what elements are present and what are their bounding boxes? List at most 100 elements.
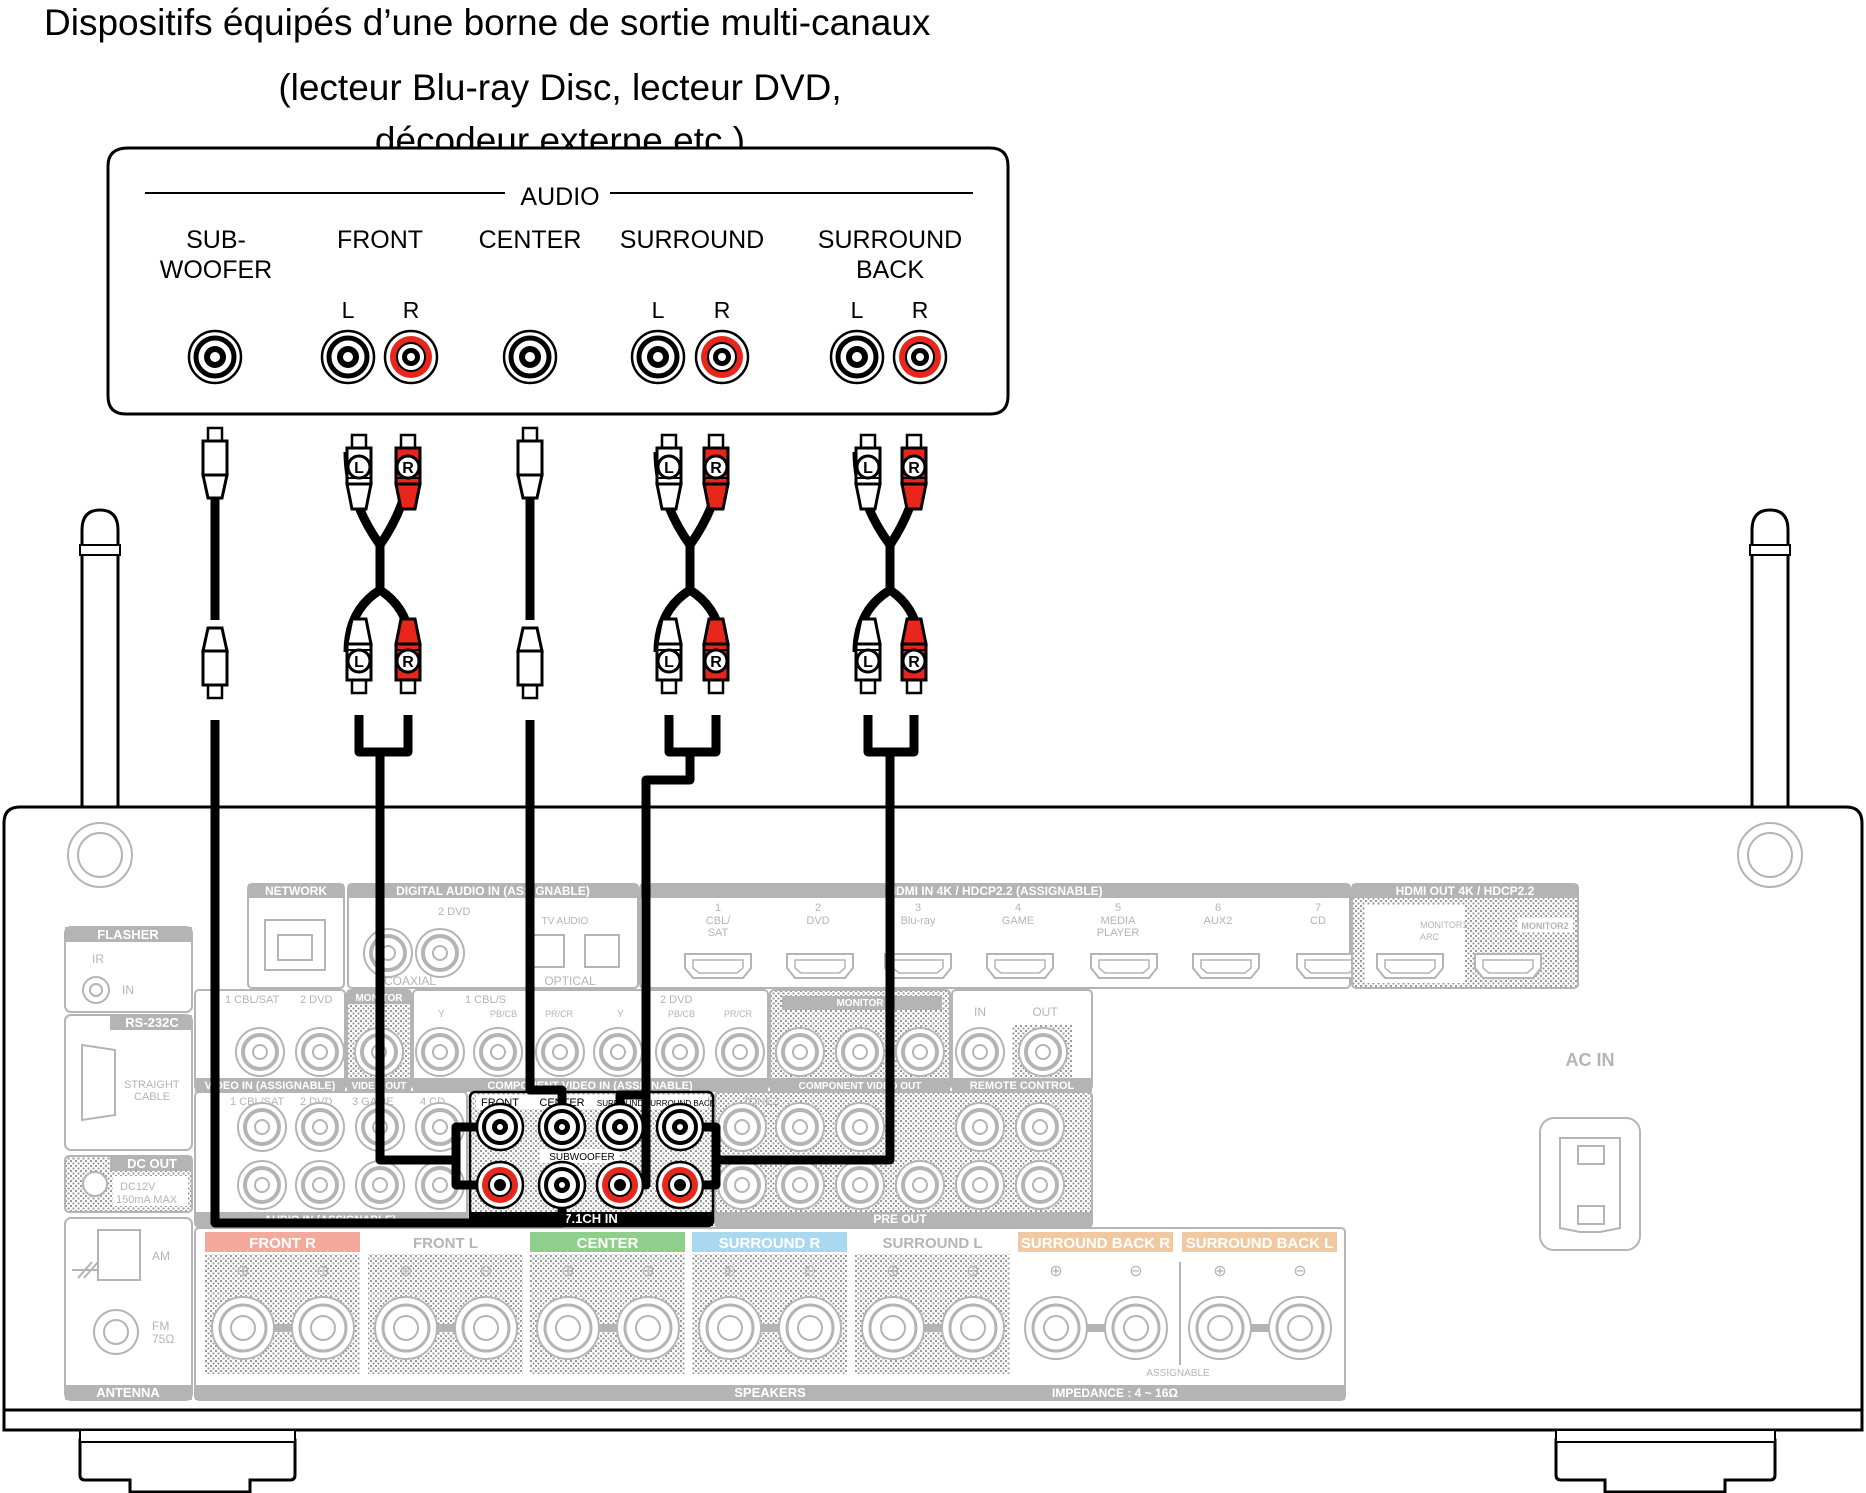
component-video-in-label: COMPONENT VIDEO IN (ASSIGNABLE) [487, 1080, 693, 1092]
surround-r-out-jack [694, 329, 750, 385]
dc-spec-label: 150mA MAX [116, 1194, 178, 1206]
speakers-label: SPEAKERS [734, 1385, 806, 1400]
speaker-surround-back-l-tab [1182, 1232, 1337, 1252]
component-out-pr [894, 1026, 946, 1078]
plus-icon: ⊕ [236, 1261, 249, 1280]
ir-label: IR [92, 952, 104, 966]
minus-icon: ⊖ [803, 1261, 816, 1280]
coaxial-label: COAXIAL [384, 974, 436, 988]
svg-text:Y: Y [438, 1009, 445, 1020]
speaker-terminal-plus [373, 1295, 439, 1361]
center-out-jack [504, 331, 556, 383]
hdmi-inputs: 1CBL/SAT2DVD3Blu-ray4GAME5MEDIAPLAYER6AU… [684, 902, 1364, 979]
speaker-surround-back-r-label: SURROUND BACK R [1021, 1235, 1170, 1252]
optical-label: OPTICAL [544, 974, 596, 988]
speaker-center-label: CENTER [577, 1235, 639, 1252]
coaxial-1-jack [362, 927, 414, 979]
hdmi-out-label: HDMI OUT 4K / HDCP2.2 [1396, 884, 1535, 898]
hdmi-out-2-port [1474, 953, 1542, 979]
front-l-out-jack [322, 331, 374, 383]
speaker-terminal-minus [777, 1295, 843, 1361]
plug-channel-mark: L [664, 654, 674, 671]
surround-back-l-out-jack [831, 331, 883, 383]
plug-channel-mark: L [354, 654, 364, 671]
minus-icon: ⊖ [1129, 1261, 1142, 1280]
antenna-label: ANTENNA [96, 1385, 160, 1400]
surround-back-l-label: L [851, 297, 864, 323]
component-cblsat-label: 1 CBL/S [465, 994, 506, 1006]
speaker-terminal-minus [290, 1295, 356, 1361]
minus-icon: ⊖ [641, 1261, 654, 1280]
speaker-surround-l-label: SURROUND L [883, 1235, 983, 1252]
hdmi-in-6-port [1192, 953, 1260, 979]
multi-channel-in-block: FRONT CENTER SURROUND SURROUND BACK SUBW… [468, 1090, 716, 1228]
component-dvd-label: 2 DVD [660, 994, 692, 1006]
speaker-terminal-minus [453, 1295, 519, 1361]
hdmi-in-5-label: MEDIA [1101, 915, 1137, 927]
subwoofer-out-jack [189, 331, 241, 383]
flasher-in-jack [82, 976, 110, 1004]
am-terminal [97, 1229, 141, 1281]
component-in-2-pb [654, 1026, 706, 1078]
flasher-in-label: IN [122, 983, 134, 997]
video-dvd-label: 2 DVD [300, 994, 332, 1006]
hdmi-in-2-port [786, 953, 854, 979]
speaker-terminal-minus [1103, 1295, 1169, 1361]
plus-icon: ⊕ [723, 1261, 736, 1280]
network-port [264, 919, 326, 971]
plus-icon: ⊕ [561, 1261, 574, 1280]
hdmi-in-6-label: AUX2 [1204, 915, 1233, 927]
video-in-2-jack [294, 1026, 346, 1078]
optical-2-port [584, 934, 620, 968]
flasher-label: FLASHER [97, 927, 159, 942]
fm-jack [93, 1309, 139, 1355]
impedance-label: IMPEDANCE : 4 ~ 16Ω [1052, 1386, 1178, 1400]
component-in-1-y [414, 1026, 466, 1078]
speaker-surround-back-r-tab [1018, 1232, 1173, 1252]
plug-channel-mark: R [908, 654, 920, 671]
multi-front-r-jack [475, 1160, 525, 1210]
hdmi-in-4-label: GAME [1002, 915, 1034, 927]
speaker-terminal-plus [1187, 1295, 1253, 1361]
multi-in-label: 7.1CH IN [564, 1211, 617, 1226]
fm-label: FM [152, 1319, 169, 1333]
rca-plug [201, 426, 229, 500]
antenna-left-icon [80, 508, 120, 812]
plug-channel-mark: R [710, 460, 722, 477]
title-line-2: (lecteur Blu-ray Disc, lecteur DVD, [278, 67, 841, 108]
component-video-out-label: COMPONENT VIDEO OUT [799, 1081, 922, 1092]
hdmi-in-7-number: 7 [1315, 902, 1321, 914]
remote-out-jack [1017, 1026, 1069, 1078]
surround-back-label: BACK [856, 256, 924, 284]
rca-plug [516, 426, 544, 500]
monitor-out-label: MONITOR [836, 998, 884, 1009]
digital-audio-in-label: DIGITAL AUDIO IN (ASSIGNABLE) [396, 884, 590, 898]
multi-surround-r-jack [595, 1160, 645, 1210]
svg-text:PB/CB: PB/CB [490, 1009, 517, 1019]
plug-channel-mark: R [402, 460, 414, 477]
plug-channel-mark: L [664, 460, 674, 477]
speaker-terminal-plus [860, 1295, 926, 1361]
front-r-out-jack [383, 329, 439, 385]
svg-text:PB/CB: PB/CB [668, 1009, 695, 1019]
video-cblsat-label: 1 CBL/SAT [225, 994, 279, 1006]
rca-plug [516, 626, 544, 700]
monitor1-label: ARC [1420, 932, 1440, 942]
dc-out-jack [82, 1171, 108, 1197]
rs232c-port-icon [81, 1043, 116, 1122]
hdmi-in-label: HDMI IN 4K / HDCP2.2 (ASSIGNABLE) [887, 884, 1102, 898]
assignable-label: ASSIGNABLE [1146, 1368, 1210, 1379]
hdmi-in-1-label: CBL/ [706, 915, 731, 927]
straight-cable-label: STRAIGHT [124, 1079, 180, 1091]
title-line-1: Dispositifs équipés d’une borne de sorti… [44, 2, 931, 43]
speaker-surround-back-l-label: SURROUND BACK L [1186, 1235, 1334, 1252]
plug-channel-mark: R [402, 654, 414, 671]
plug-channel-mark: R [710, 654, 722, 671]
hdmi-in-6-number: 6 [1215, 902, 1221, 914]
minus-icon: ⊖ [479, 1261, 492, 1280]
multi-surround-l-jack [595, 1102, 645, 1152]
hdmi-in-1-label: SAT [708, 927, 729, 939]
hdmi-in-7-label: CD [1310, 915, 1326, 927]
speaker-surround-r-tab [692, 1232, 847, 1252]
